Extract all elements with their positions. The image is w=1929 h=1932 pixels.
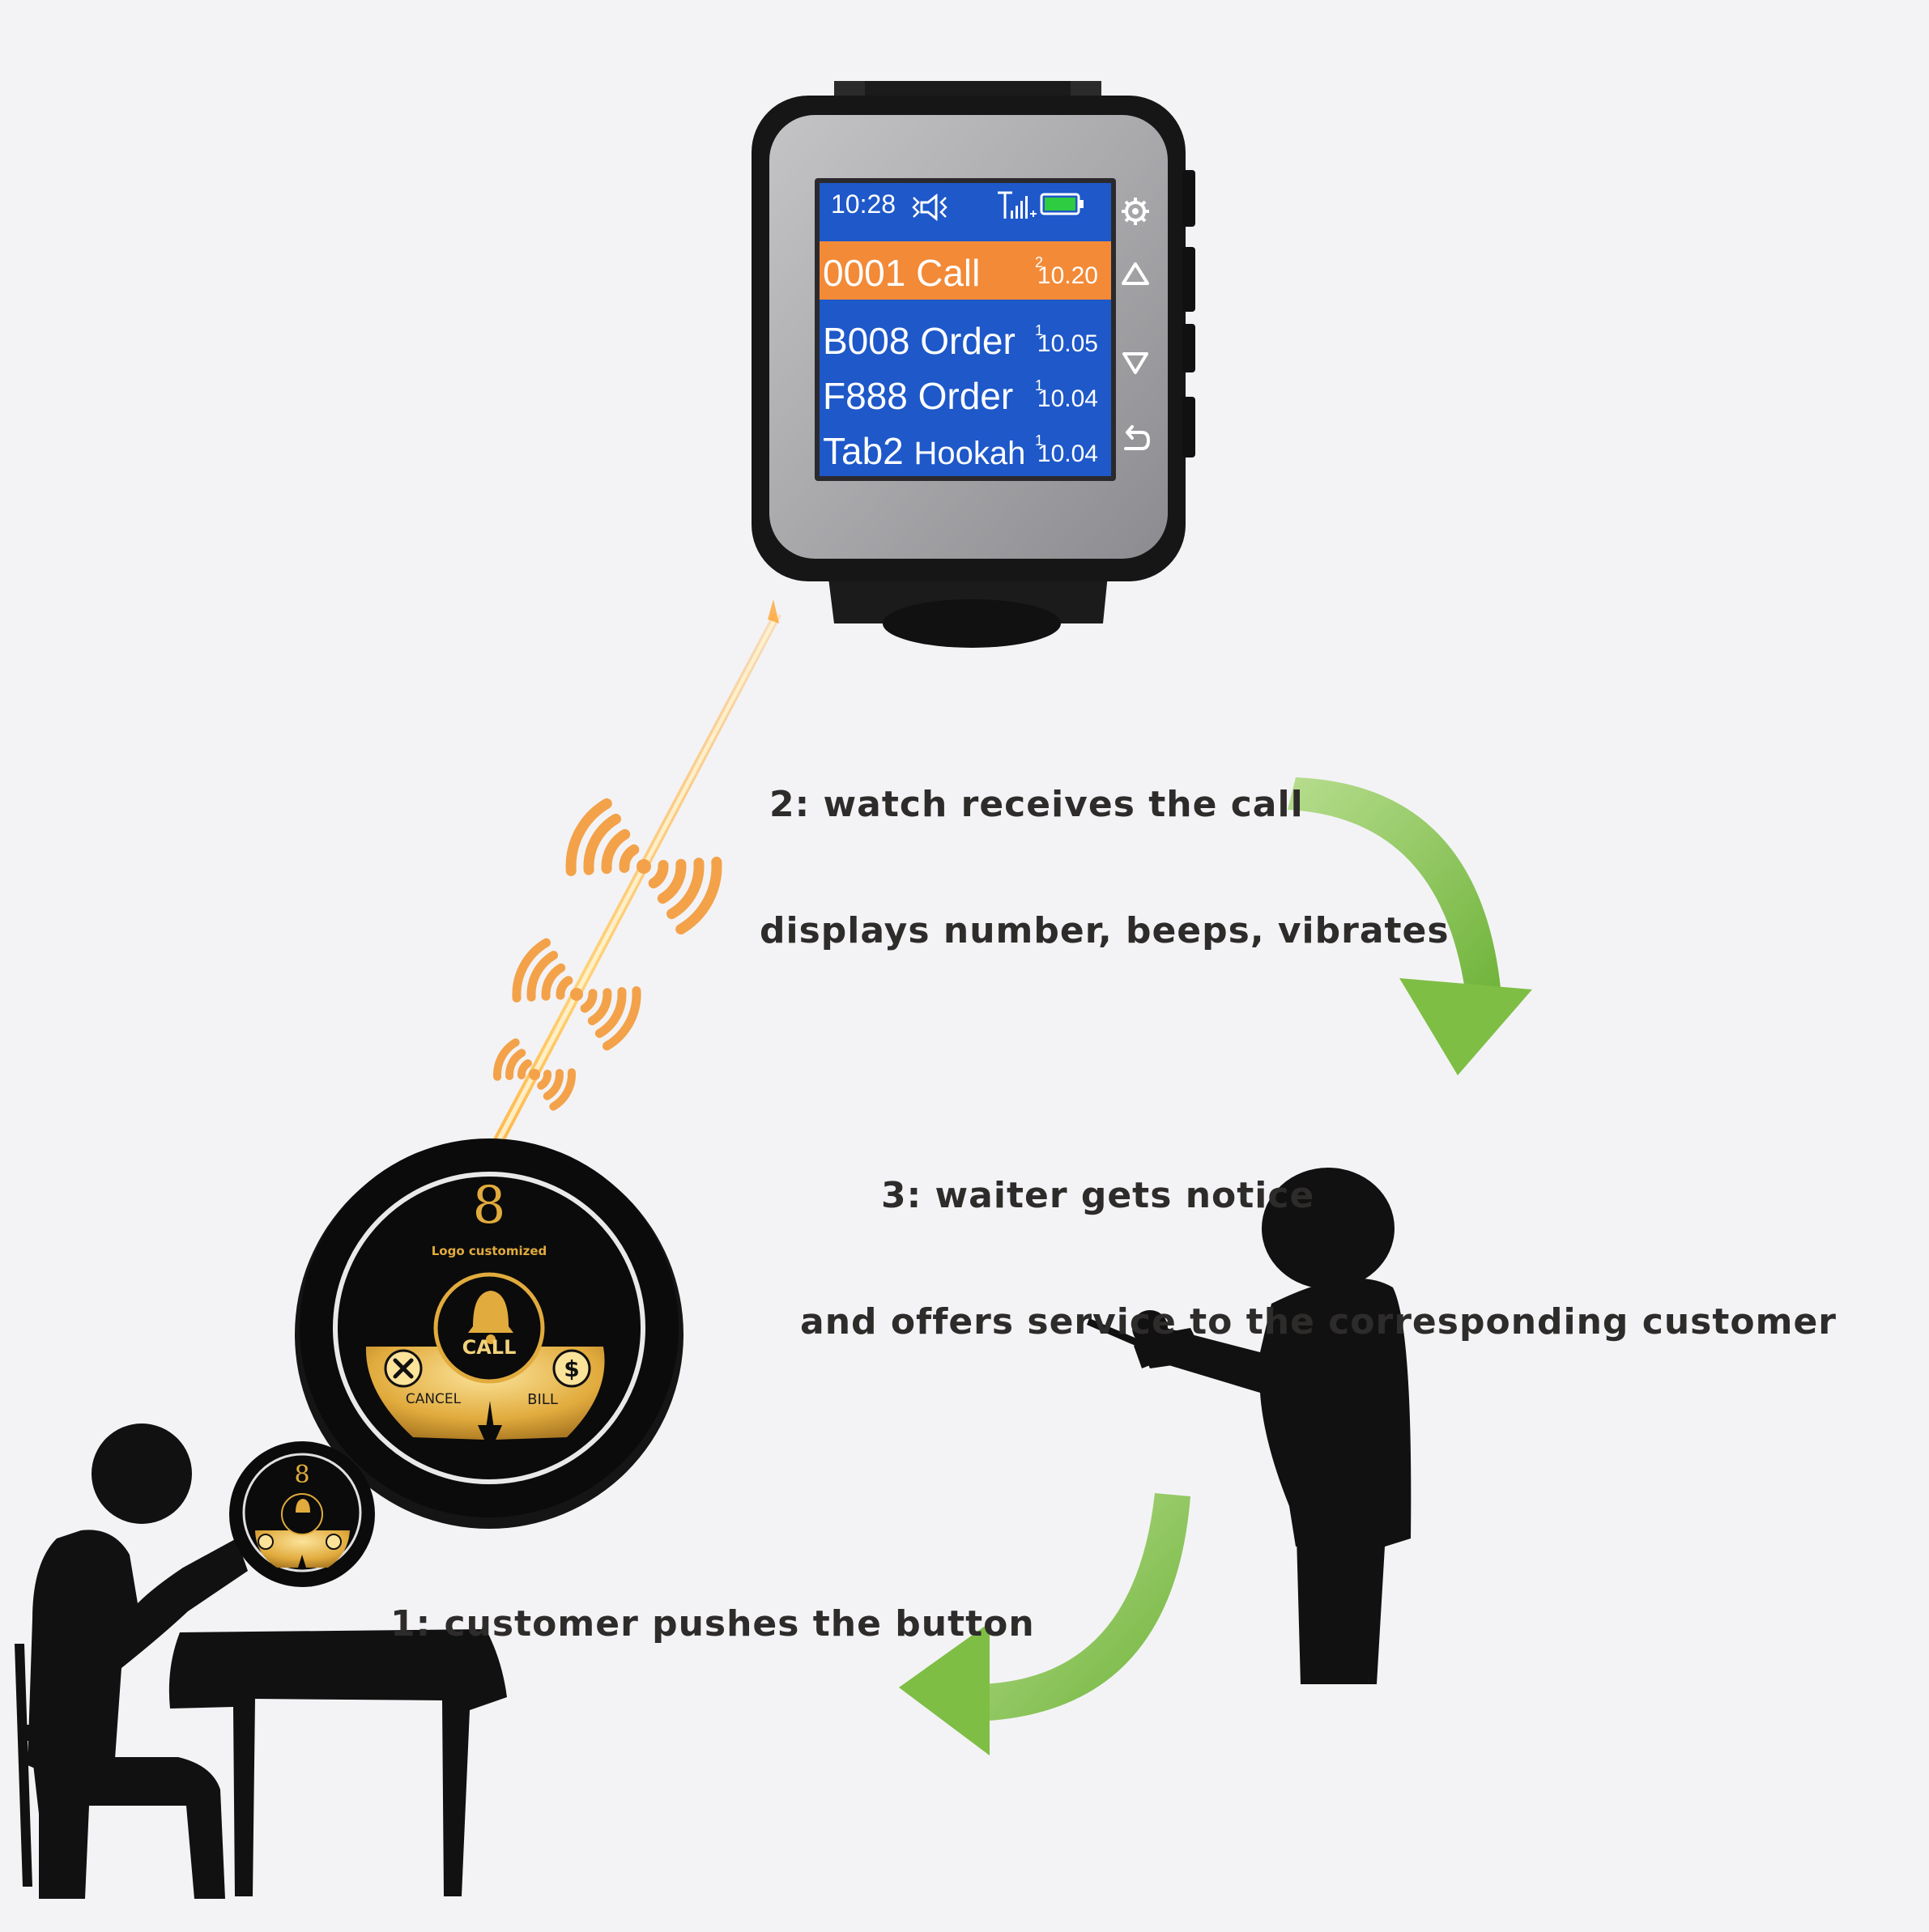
step1-line: 1: customer pushes the button (390, 1603, 1035, 1645)
chair (15, 1644, 49, 1899)
signal-wave-arc (580, 989, 598, 1013)
signal-wave-arc (587, 988, 612, 1026)
signal-wave-arc (512, 938, 551, 1002)
waiter-body (1134, 1278, 1412, 1684)
watch-side-button[interactable] (1182, 397, 1195, 457)
customer-body (28, 1530, 248, 1781)
row-label: Tab2 Hookah (823, 429, 1025, 473)
signal-wave-arc (565, 798, 612, 876)
watch-side-button[interactable] (1182, 170, 1195, 227)
watch-call-row[interactable]: 0001 Call 2 10.20 (820, 241, 1111, 300)
arrow-head (1399, 978, 1532, 1075)
watch-side-button[interactable] (1182, 324, 1195, 372)
back-icon[interactable] (1124, 425, 1151, 450)
call-button-small (229, 1441, 375, 1587)
watch-time: 10:28 (831, 189, 896, 219)
cancel-label[interactable]: CANCEL (405, 1391, 462, 1407)
signal-wave-arc (517, 1059, 532, 1079)
row-label: B008 Order (823, 320, 1016, 362)
row-label: F888 Order (823, 375, 1014, 417)
customer-figure (15, 1423, 507, 1899)
waiter-figure (1087, 1168, 1412, 1684)
signal-wave-arc (583, 813, 621, 875)
call-button-device (295, 1138, 683, 1529)
watch-strap-loop (883, 599, 1061, 648)
row-time: 10.04 (1037, 440, 1098, 467)
table (168, 1629, 507, 1896)
dollar-icon: $ (564, 1355, 580, 1382)
watch-side-button[interactable] (1182, 247, 1195, 312)
watch-screen: 10:28 0001 Call 2 10.20 B008 Order 1 10.… (820, 183, 1111, 476)
small-button-numeral: 8 (294, 1461, 310, 1489)
signal-wave-arc (619, 844, 640, 873)
signal-icon (998, 191, 1037, 219)
row-time: 10.04 (1037, 385, 1098, 412)
row-count: 1 (1034, 432, 1043, 449)
signal-wave-arc (493, 1038, 520, 1081)
signal-wave-arc (556, 976, 573, 1000)
step3-line1: 3: waiter gets notice (881, 1175, 1315, 1216)
call-button-face (333, 1172, 645, 1484)
step3-line2: and offers service to the corresponding … (800, 1301, 1837, 1343)
signal-wave-arc (541, 963, 566, 1001)
signal-wave-arc (594, 987, 627, 1038)
signal-wave-arc (603, 986, 641, 1051)
row-time: 10.20 (1037, 262, 1098, 289)
down-triangle-icon[interactable] (1122, 352, 1148, 374)
row-label: 0001 Call (823, 252, 981, 294)
bill-dollar-icon[interactable] (552, 1349, 591, 1388)
bill-label[interactable]: BILL (527, 1391, 558, 1408)
row-label-sub: Hookah (913, 436, 1026, 471)
button-logo-numeral: 8 (472, 1176, 506, 1236)
up-triangle-icon[interactable] (1122, 262, 1149, 285)
signal-wave-arc (657, 858, 687, 904)
arrow-shaft (972, 1493, 1190, 1721)
step2-caption: 2: watch receives the call displays numb… (760, 700, 1450, 994)
customer-legs (32, 1757, 225, 1899)
watch-call-row[interactable]: F888 Order 1 10.04 (820, 364, 1111, 423)
button-logo-text: Logo customized (431, 1244, 547, 1258)
signal-wave-arc (648, 860, 669, 889)
battery-icon (1040, 193, 1084, 215)
vibrate-mute-icon (912, 193, 947, 222)
arrow-head (899, 1623, 990, 1755)
row-label-main: Tab2 (823, 430, 904, 472)
watch-call-row[interactable]: B008 Order 1 10.05 (820, 309, 1111, 368)
row-count: 1 (1034, 377, 1043, 394)
step3-caption: 3: waiter gets notice and offers service… (800, 1091, 1837, 1385)
bell-icon (468, 1291, 513, 1333)
waiter-legs (1296, 1506, 1377, 1684)
row-time: 10.05 (1037, 330, 1098, 357)
signal-wave-arc (526, 951, 559, 1002)
row-count: 2 (1034, 254, 1043, 270)
call-button-gold-segment (365, 1347, 605, 1440)
step1-caption: 1: customer pushes the button (390, 1519, 1035, 1687)
signal-wave-arc (601, 828, 631, 875)
row-count: 1 (1034, 322, 1043, 338)
watch-call-row[interactable]: Tab2 Hookah 1 10.04 (820, 419, 1111, 476)
signal-wave-arc (675, 857, 722, 935)
arrow-shaft (1288, 777, 1501, 996)
step2-line2: displays number, beeps, vibrates (760, 910, 1450, 951)
signal-wave-arc (537, 1070, 551, 1090)
call-label[interactable]: CALL (462, 1336, 517, 1359)
signal-wave-arc (505, 1049, 526, 1080)
signal-wave-arc (549, 1068, 576, 1111)
step2-line1: 2: watch receives the call (769, 784, 1304, 825)
flow-arrow-right (1288, 777, 1532, 1075)
signal-wave-arc (543, 1069, 564, 1100)
signal-sparkle (768, 599, 779, 623)
customer-head (92, 1423, 192, 1524)
flow-arrow-left (899, 1493, 1190, 1755)
pen (1087, 1318, 1150, 1351)
waiter-head (1262, 1168, 1395, 1289)
signal-wave-arc (666, 857, 705, 920)
gear-icon[interactable] (1122, 198, 1149, 225)
signal-waves (493, 798, 722, 1111)
